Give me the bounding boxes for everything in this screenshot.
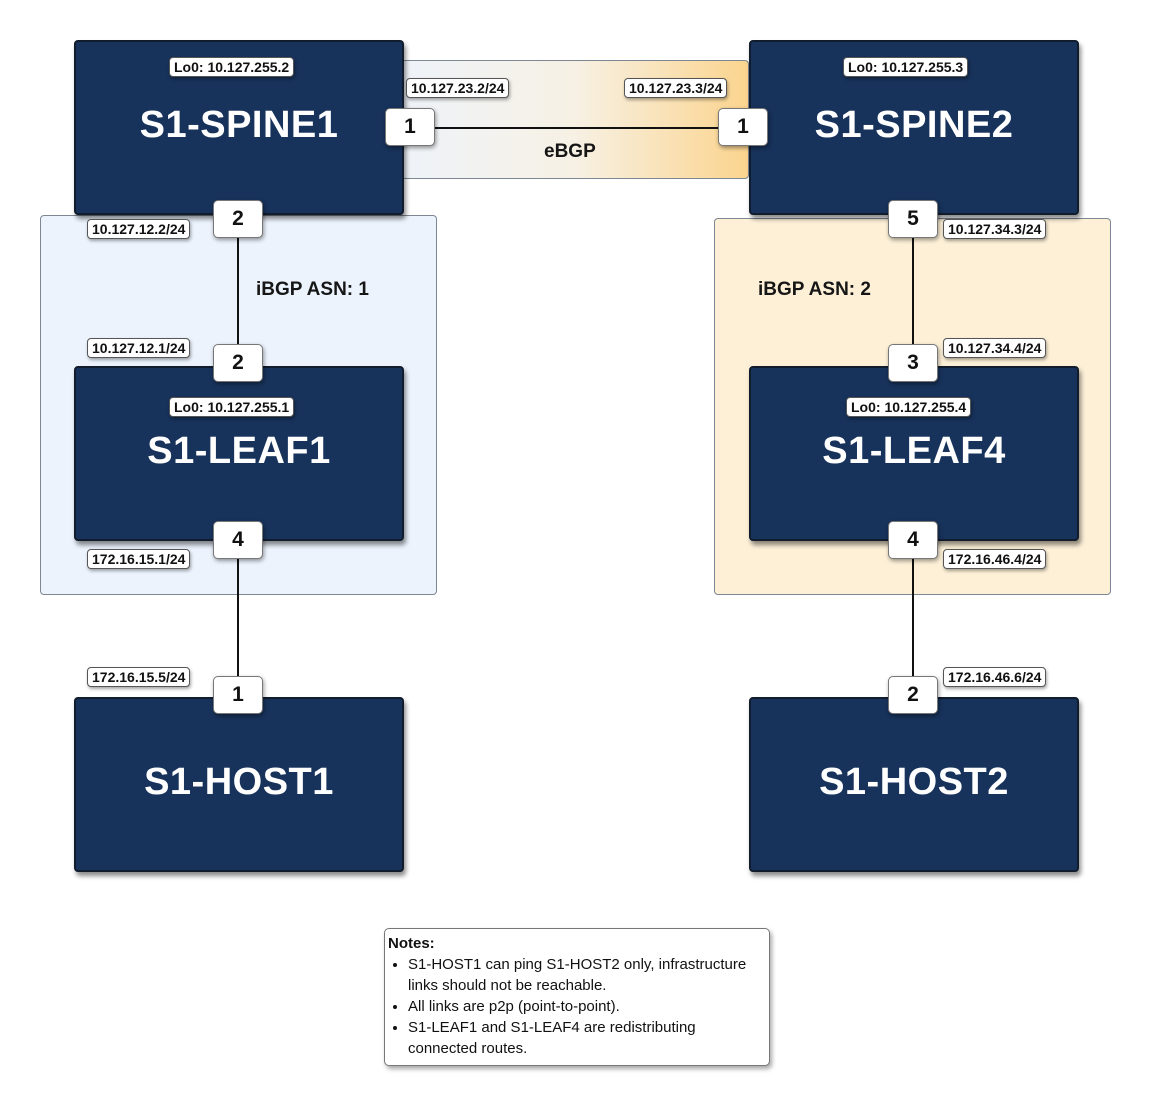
link-spine1-spine2 [434, 127, 718, 129]
link-spine2-leaf4 [912, 236, 914, 348]
ip-label-leaf1-2: 10.127.12.1/24 [87, 338, 191, 358]
node-s1-leaf4[interactable]: S1-LEAF4 [749, 366, 1079, 541]
node-name: S1-LEAF1 [147, 430, 331, 472]
node-s1-host1[interactable]: S1-HOST1 [74, 697, 404, 872]
node-name: S1-LEAF4 [822, 430, 1006, 472]
ip-label-host1-1: 172.16.15.5/24 [87, 667, 191, 687]
node-name: S1-HOST1 [144, 761, 334, 803]
notes-box: Notes: S1-HOST1 can ping S1-HOST2 only, … [384, 928, 770, 1066]
port-spine2-5[interactable]: 5 [888, 200, 938, 238]
ibgp-asn1-label: iBGP ASN: 1 [256, 279, 369, 300]
link-leaf4-host2 [912, 558, 914, 678]
notes-title: Notes: [388, 935, 435, 952]
link-leaf1-host1 [237, 558, 239, 678]
ip-label-spine2-1: 10.127.23.3/24 [624, 78, 728, 98]
ip-label-spine1-1: 10.127.23.2/24 [406, 78, 510, 98]
ip-label-leaf4-4: 172.16.46.4/24 [943, 549, 1047, 569]
port-spine1-2[interactable]: 2 [213, 200, 263, 238]
port-leaf4-3[interactable]: 3 [888, 344, 938, 382]
ip-label-leaf4-3: 10.127.34.4/24 [943, 338, 1047, 358]
port-spine2-1[interactable]: 1 [718, 108, 768, 146]
loopback-label-leaf4: Lo0: 10.127.255.4 [846, 397, 972, 417]
ibgp-asn2-label: iBGP ASN: 2 [758, 279, 871, 300]
node-name: S1-SPINE1 [139, 104, 339, 146]
ip-label-leaf1-4: 172.16.15.1/24 [87, 549, 191, 569]
loopback-label-leaf1: Lo0: 10.127.255.1 [169, 397, 295, 417]
loopback-label-spine2: Lo0: 10.127.255.3 [843, 57, 969, 77]
port-leaf4-4[interactable]: 4 [888, 521, 938, 559]
ip-label-spine2-5: 10.127.34.3/24 [943, 219, 1047, 239]
node-s1-leaf1[interactable]: S1-LEAF1 [74, 366, 404, 541]
notes-list: S1-HOST1 can ping S1-HOST2 only, infrast… [388, 954, 765, 1059]
ip-label-host2-2: 172.16.46.6/24 [943, 667, 1047, 687]
node-name: S1-SPINE2 [814, 104, 1014, 146]
notes-item: S1-HOST1 can ping S1-HOST2 only, infrast… [408, 954, 765, 996]
notes-item: S1-LEAF1 and S1-LEAF4 are redistributing… [408, 1017, 765, 1059]
node-s1-host2[interactable]: S1-HOST2 [749, 697, 1079, 872]
node-s1-spine1[interactable]: S1-SPINE1 [74, 40, 404, 215]
ip-label-spine1-2: 10.127.12.2/24 [87, 219, 191, 239]
port-leaf1-2[interactable]: 2 [213, 344, 263, 382]
port-leaf1-4[interactable]: 4 [213, 521, 263, 559]
node-name: S1-HOST2 [819, 761, 1009, 803]
port-host2-2[interactable]: 2 [888, 676, 938, 714]
loopback-label-spine1: Lo0: 10.127.255.2 [169, 57, 295, 77]
port-host1-1[interactable]: 1 [213, 676, 263, 714]
ebgp-label: eBGP [544, 141, 596, 162]
notes-item: All links are p2p (point-to-point). [408, 996, 765, 1017]
link-spine1-leaf1 [237, 236, 239, 348]
port-spine1-1[interactable]: 1 [385, 108, 435, 146]
